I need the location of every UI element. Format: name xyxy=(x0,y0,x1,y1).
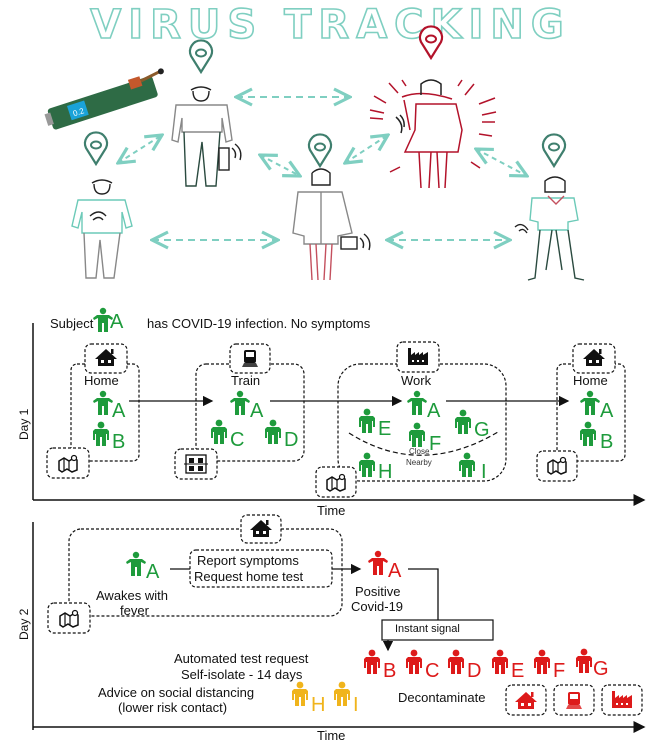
day2-panel xyxy=(32,514,646,733)
person-label: E xyxy=(378,418,392,440)
person-label: C xyxy=(230,429,245,451)
person-icon-subject xyxy=(126,551,146,576)
legend-subject-letter: A xyxy=(110,311,124,333)
illustration: 0.2 xyxy=(44,25,585,281)
connection-arrow xyxy=(118,135,162,163)
person-woman-infected xyxy=(369,79,497,189)
signal-connector xyxy=(408,568,439,620)
person-icon xyxy=(455,409,471,434)
train-icon-decontaminate xyxy=(566,692,582,709)
qr-code-icon xyxy=(184,454,208,474)
person-label: A xyxy=(427,400,441,422)
person-icon xyxy=(359,408,375,433)
person-label: A xyxy=(146,561,160,583)
person-icon xyxy=(230,390,250,415)
person-icon xyxy=(265,419,281,444)
automated-text-line2: Self-isolate - 14 days xyxy=(181,667,303,682)
person-icon-infected xyxy=(368,550,388,575)
instant-signal-label: Instant signal xyxy=(395,623,460,635)
person-label: H xyxy=(378,461,393,483)
day1-label: Day 1 xyxy=(17,408,31,440)
contact-label: E xyxy=(511,660,525,682)
contact-label-low-risk: I xyxy=(353,694,359,716)
person-label: I xyxy=(481,461,487,483)
contact-label: F xyxy=(553,660,566,682)
day1-time-label: Time xyxy=(317,503,346,518)
page-title: VIRUS TRACKING xyxy=(89,1,571,49)
zone-label-nearby: Nearby xyxy=(406,458,432,467)
location-pin-icon-infected xyxy=(418,25,444,60)
advice-text-line2: (lower risk contact) xyxy=(118,700,228,715)
location-label-train: Train xyxy=(231,373,261,388)
person-label: A xyxy=(600,400,614,422)
person-label: F xyxy=(429,433,442,455)
location-pin-icon xyxy=(541,133,567,168)
person-icon xyxy=(93,390,113,415)
report-text-line1: Report symptoms xyxy=(197,553,299,568)
positive-text-line2: Covid-19 xyxy=(351,599,404,614)
person-icon xyxy=(93,421,109,446)
person-icon-low-risk xyxy=(292,681,308,706)
connection-arrow xyxy=(476,149,527,176)
awake-text-line1: Awakes with xyxy=(96,588,169,603)
instant-signal-box xyxy=(381,619,494,641)
awake-text-line2: fever xyxy=(120,603,149,618)
person-label: A xyxy=(388,560,402,582)
person-icon xyxy=(580,390,600,415)
person-man-right xyxy=(514,176,585,281)
person-icon-contact xyxy=(448,649,464,674)
person-icon xyxy=(459,452,475,477)
advice-text-line1: Advice on social distancing xyxy=(98,685,255,700)
location-label-work: Work xyxy=(401,373,432,388)
location-label-home: Home xyxy=(573,373,608,388)
person-label: B xyxy=(600,431,614,453)
decontaminate-label: Decontaminate xyxy=(398,690,486,705)
report-text-line2: Request home test xyxy=(194,569,304,584)
person-label: B xyxy=(112,431,126,453)
close-nearby-divider xyxy=(348,431,499,456)
location-pin-icon xyxy=(307,133,333,168)
person-icon-contact xyxy=(406,649,422,674)
day1-panel xyxy=(32,307,646,506)
person-icon xyxy=(211,419,227,444)
svg-text:0.2: 0.2 xyxy=(72,106,86,118)
person-label: A xyxy=(112,400,126,422)
day2-time-label: Time xyxy=(317,728,346,742)
person-man-left xyxy=(71,179,133,279)
location-pin-icon xyxy=(83,131,109,166)
person-label: G xyxy=(474,419,490,441)
person-icon xyxy=(407,390,427,415)
connection-arrow xyxy=(345,135,388,163)
contact-label: C xyxy=(425,660,440,682)
person-icon xyxy=(359,452,375,477)
zone-label-close: Close xyxy=(409,447,430,456)
contact-label-low-risk: H xyxy=(311,694,326,716)
person-icon xyxy=(580,421,596,446)
positive-text-line1: Positive xyxy=(355,584,401,599)
person-icon xyxy=(409,422,425,447)
contact-label: D xyxy=(467,660,482,682)
person-label: D xyxy=(284,429,299,451)
person-woman-center xyxy=(292,168,371,281)
person-icon-contact xyxy=(534,649,550,674)
train-icon xyxy=(242,350,258,367)
person-label: A xyxy=(250,400,264,422)
automated-text-line1: Automated test request xyxy=(174,651,309,666)
legend-text: has COVID-19 infection. No symptoms xyxy=(147,316,371,331)
location-label-home: Home xyxy=(84,373,119,388)
person-icon-low-risk xyxy=(334,681,350,706)
contact-label: G xyxy=(593,658,609,680)
person-man-center xyxy=(171,86,242,187)
train-zone xyxy=(195,363,305,462)
person-icon-contact xyxy=(492,649,508,674)
day2-label: Day 2 xyxy=(17,608,31,640)
person-icon-contact xyxy=(364,649,380,674)
contact-label: B xyxy=(383,660,397,682)
legend-prefix: Subject xyxy=(50,316,94,331)
connection-arrow xyxy=(260,155,300,176)
person-icon-contact xyxy=(576,648,592,673)
tracker-device-icon: 0.2 xyxy=(44,68,164,130)
location-pin-icon xyxy=(188,39,214,74)
